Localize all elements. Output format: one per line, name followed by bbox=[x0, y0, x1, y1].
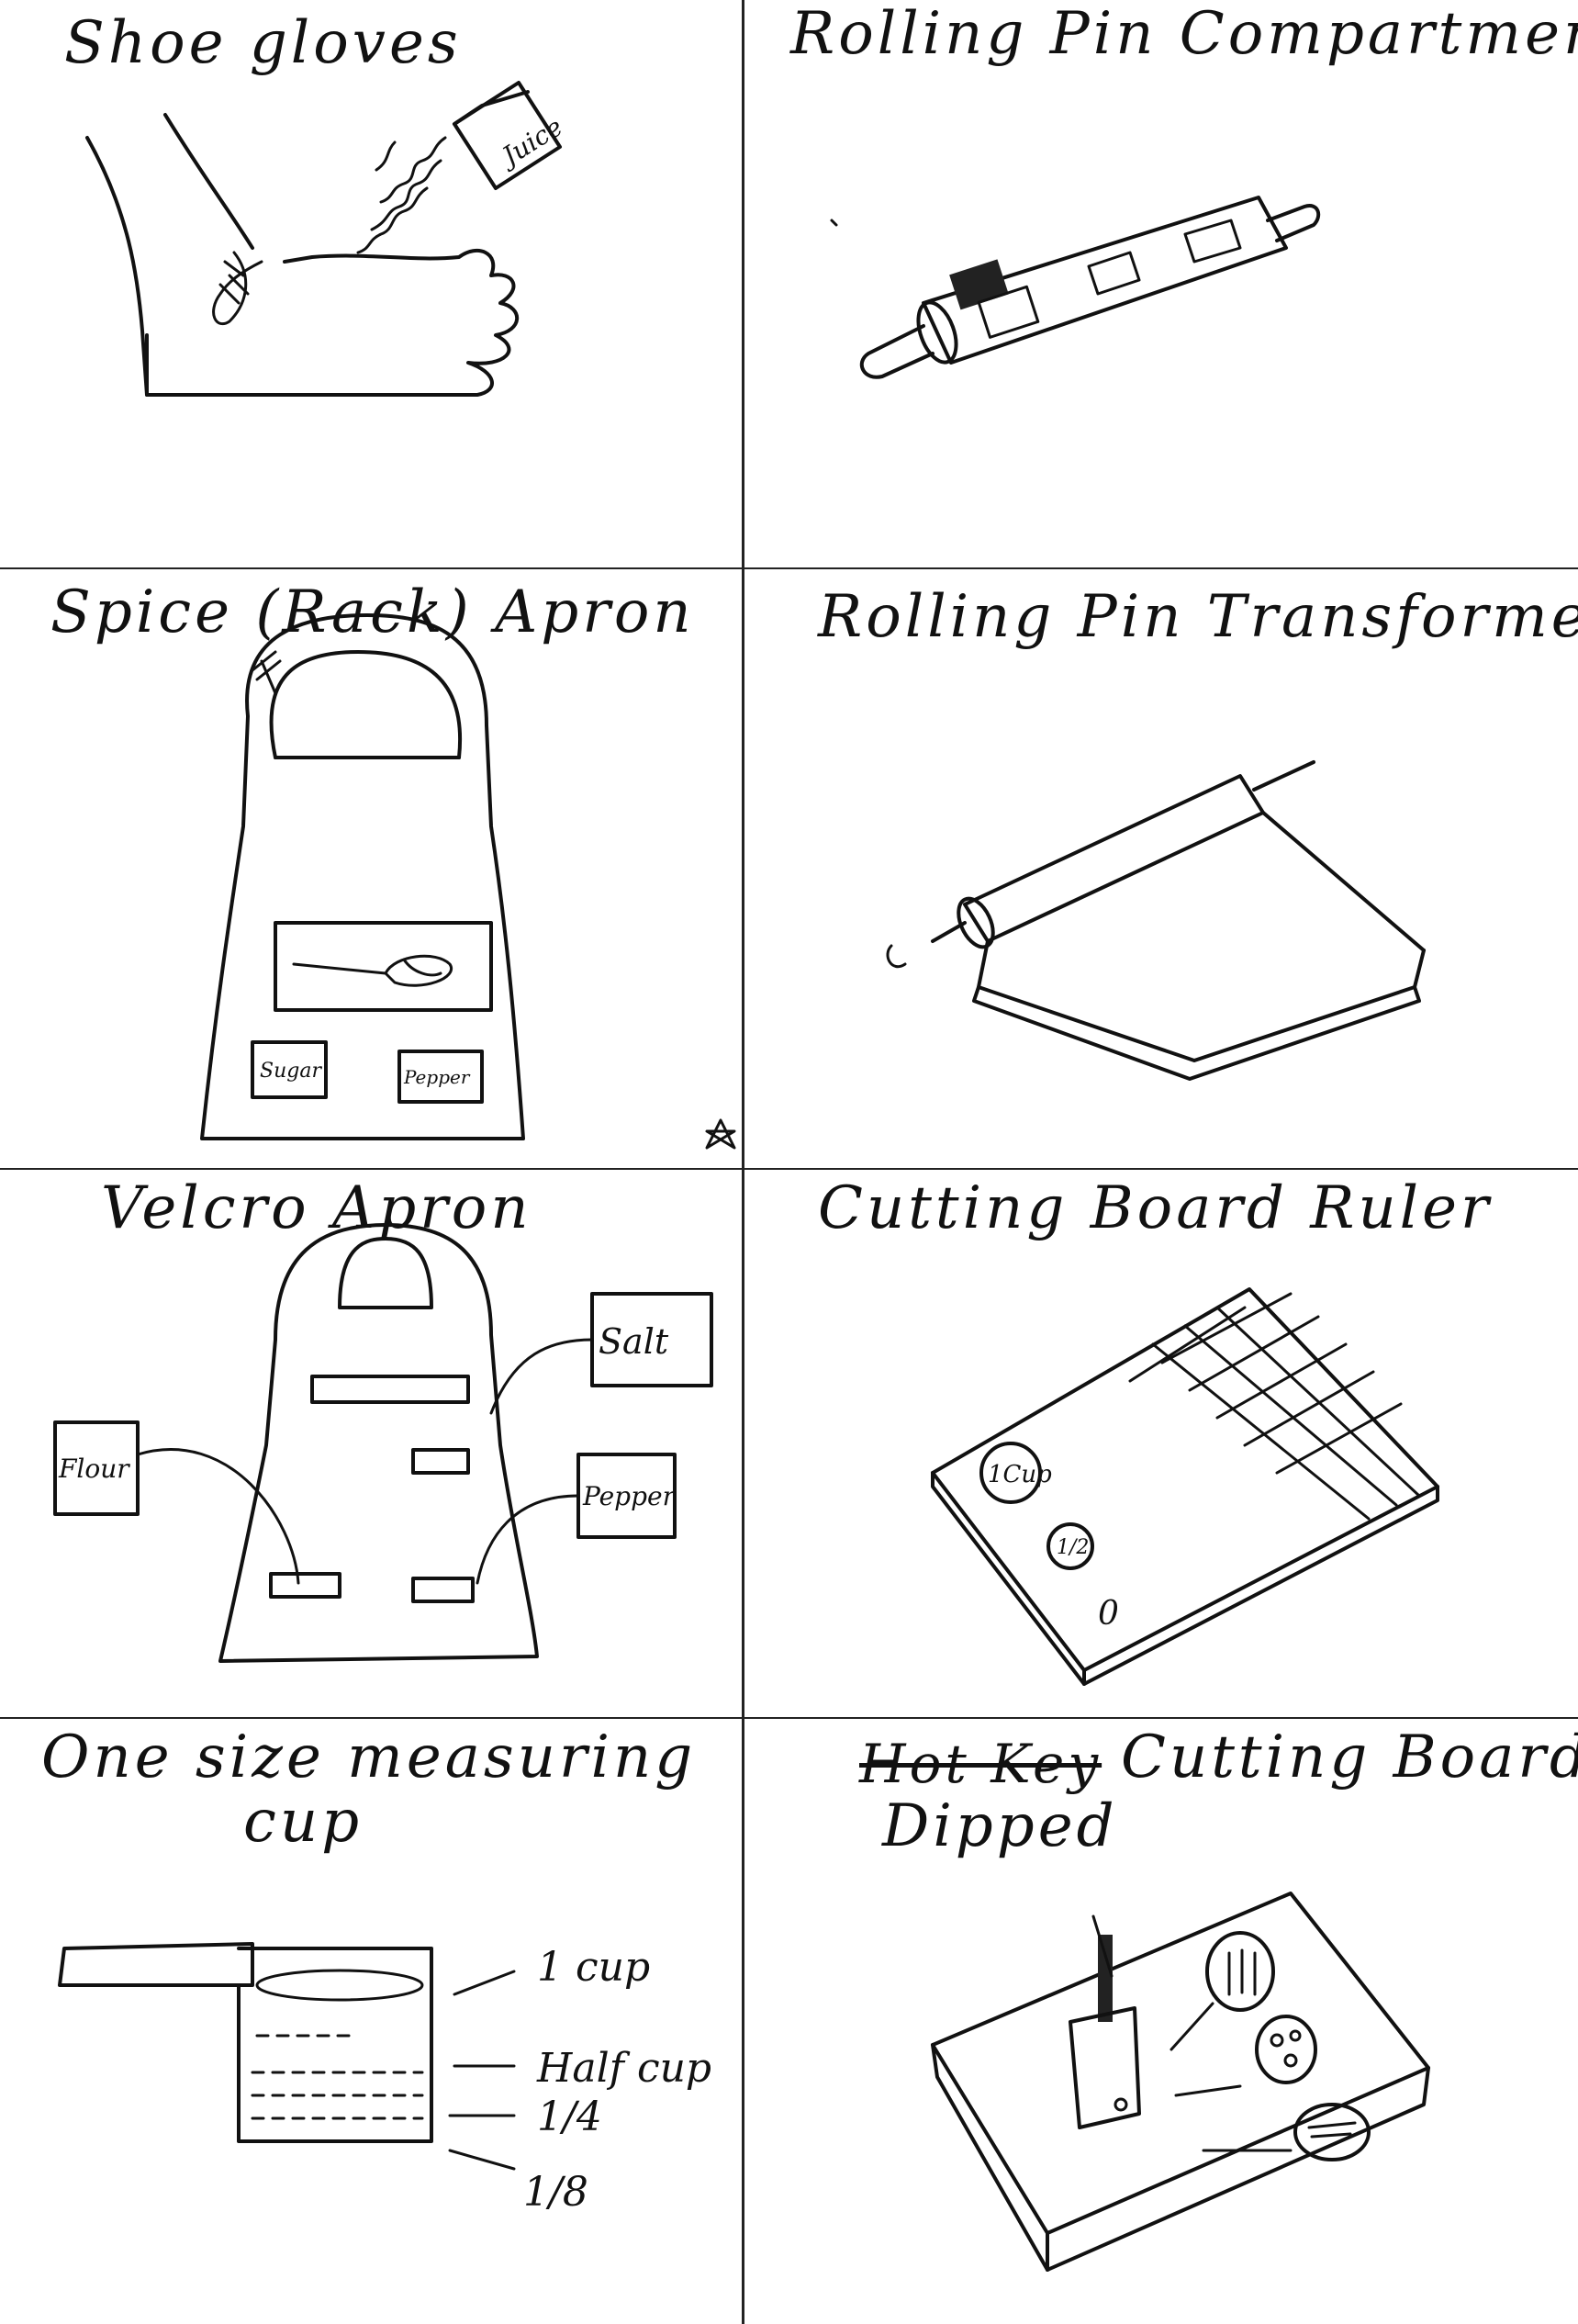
cell-cutting-board-ruler: Cutting Board Ruler 1Cup 1/2 0 bbox=[744, 1170, 1578, 1717]
1-cup-label: 1Cup bbox=[988, 1461, 1052, 1488]
velcro-apron-sketch: Salt Flour Pepper bbox=[53, 1223, 713, 1663]
horizontal-divider-1 bbox=[0, 567, 1578, 569]
cell-title-crossed: Hot Key bbox=[859, 1733, 1102, 1795]
crossed-out-word: Hot Key bbox=[859, 1733, 1102, 1795]
mark-eighth: 1/8 bbox=[523, 2169, 588, 2216]
cell-title-line1: Cutting Board bbox=[1121, 1723, 1578, 1791]
pepper-label: Pepper bbox=[582, 1481, 677, 1511]
flour-label: Flour bbox=[58, 1454, 130, 1484]
measuring-cup-sketch: 1 cup Half cup 1/4 1/8 bbox=[58, 1942, 711, 2216]
cell-velcro-apron: Velcro Apron Salt Flour Pepper bbox=[0, 1170, 742, 1717]
salt-label: Salt bbox=[599, 1321, 669, 1362]
mark-1-cup: 1 cup bbox=[537, 1944, 650, 1991]
cell-spice-apron: Spice (Rack) Apron Sugar Pepper bbox=[0, 569, 742, 1168]
cell-title: Velcro Apron bbox=[101, 1174, 532, 1242]
rolling-pin-transformer-sketch bbox=[886, 760, 1426, 1081]
cell-rolling-pin-transformer: Rolling Pin Transformer bbox=[744, 569, 1578, 1168]
cell-title: Spice (Rack) Apron bbox=[50, 578, 695, 646]
sugar-label: Sugar bbox=[260, 1060, 322, 1083]
horizontal-divider-2 bbox=[0, 1168, 1578, 1170]
cell-title-line2: Dipped bbox=[882, 1792, 1118, 1860]
cell-title: Rolling Pin Transformer bbox=[818, 583, 1578, 651]
shoe-glove-sketch: Juice bbox=[85, 81, 568, 397]
cell-title-line1: One size measuring bbox=[41, 1723, 697, 1791]
cutting-board-ruler-sketch: 1Cup 1/2 0 bbox=[931, 1287, 1439, 1686]
cell-shoe-gloves: Shoe gloves Juice bbox=[0, 0, 742, 567]
spice-apron-sketch: Sugar Pepper bbox=[200, 613, 736, 1150]
half-label: 1/2 bbox=[1057, 1536, 1089, 1559]
pepper-label: Pepper bbox=[403, 1066, 471, 1088]
mark-quarter: 1/4 bbox=[537, 2094, 602, 2140]
cell-rolling-pin-compartment: Rolling Pin Compartment bbox=[744, 0, 1578, 567]
vertical-divider bbox=[742, 0, 744, 2324]
cleaver-handle bbox=[1098, 1935, 1113, 2022]
cell-title: Cutting Board Ruler bbox=[818, 1174, 1493, 1242]
cell-measuring-cup: One size measuring cup 1 cup Half cup 1/… bbox=[0, 1719, 742, 2324]
cell-dipped-cutting-board: Hot Key Cutting Board Dipped bbox=[744, 1719, 1578, 2324]
cell-title-line2: cup bbox=[243, 1788, 364, 1856]
mark-half-cup: Half cup bbox=[536, 2045, 711, 2092]
cell-title: Shoe gloves bbox=[64, 9, 462, 77]
cell-title: Rolling Pin Compartment bbox=[790, 0, 1578, 68]
rolling-pin-compartment-sketch bbox=[830, 196, 1321, 379]
dipped-cutting-board-sketch bbox=[931, 1892, 1430, 2272]
horizontal-divider-3 bbox=[0, 1717, 1578, 1719]
zero-label: 0 bbox=[1098, 1595, 1119, 1633]
